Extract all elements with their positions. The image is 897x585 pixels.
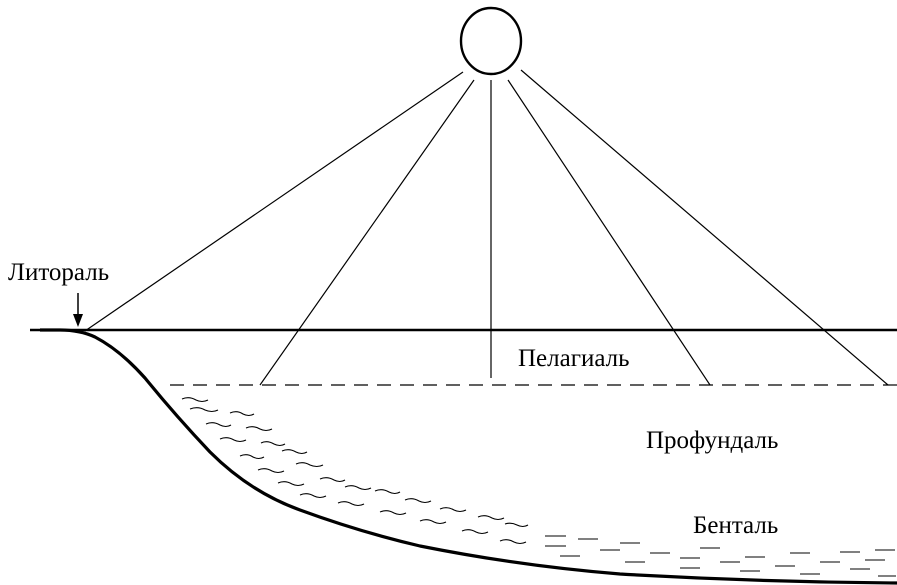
- sediment-wave: [281, 449, 308, 455]
- sediment-wave: [419, 519, 447, 525]
- sediment-wave: [257, 468, 285, 474]
- sun-icon: [459, 6, 523, 76]
- sediment-wave: [219, 437, 247, 443]
- sun-ray: [520, 69, 889, 386]
- lake-bottom-profile: [40, 328, 897, 585]
- sediment-wave: [299, 493, 327, 499]
- sediment-wave: [319, 477, 346, 483]
- sediment-wave: [260, 441, 286, 447]
- sediment-wave: [239, 454, 265, 460]
- sediment-wave: [379, 510, 407, 516]
- profundal-label: Профундаль: [646, 427, 779, 454]
- littoral-arrow-icon: [73, 293, 83, 327]
- sediment-wave: [344, 485, 372, 491]
- sediment-wave: [337, 501, 365, 507]
- sun-ray: [507, 79, 711, 386]
- benthal-sediment-hatching: [181, 397, 529, 545]
- sun-ray: [84, 71, 464, 332]
- sediment-wave: [205, 422, 232, 428]
- sediment-wave: [245, 426, 273, 432]
- sun-rays: [84, 69, 889, 386]
- sediment-wave: [499, 539, 527, 545]
- sediment-wave: [181, 397, 209, 403]
- sediment-wave: [189, 407, 219, 413]
- pelagial-label: Пелагиаль: [518, 345, 630, 372]
- benthal-sediment-dashes: [545, 535, 896, 577]
- sediment-wave: [229, 411, 255, 417]
- sediment-wave: [439, 507, 467, 513]
- sediment-wave: [374, 489, 401, 495]
- sediment-wave: [404, 498, 432, 504]
- sediment-wave: [504, 522, 529, 528]
- benthal-label: Бенталь: [693, 512, 779, 539]
- sun-ray: [259, 79, 475, 386]
- littoral-label: Литораль: [8, 259, 110, 286]
- sediment-wave: [461, 529, 489, 535]
- sediment-wave: [477, 515, 505, 521]
- sediment-wave: [277, 481, 305, 487]
- sediment-wave: [295, 462, 324, 468]
